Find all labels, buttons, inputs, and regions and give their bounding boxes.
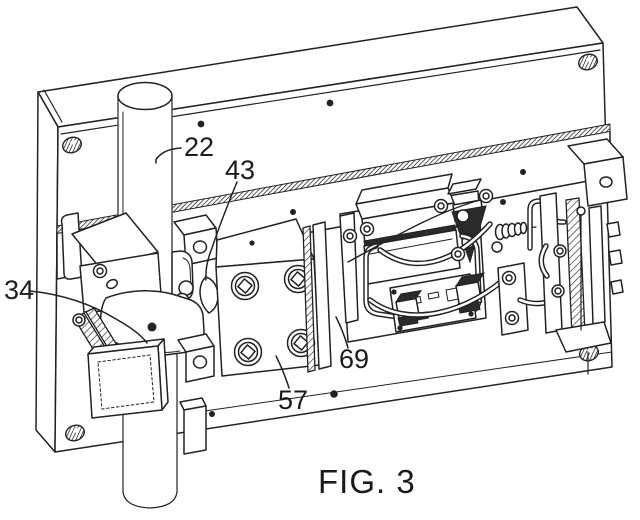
leader-69 <box>335 316 349 349</box>
leader-22 <box>155 147 182 164</box>
socket-bolt <box>233 337 263 367</box>
figure-caption: FIG. 3 <box>318 463 416 500</box>
hole-block <box>177 333 215 383</box>
bellows-fitting <box>491 221 537 253</box>
leader-43 <box>205 181 238 281</box>
screw <box>433 198 449 214</box>
ref-label-57: 57 <box>278 385 308 415</box>
socket-bolt <box>230 271 260 301</box>
screw <box>359 221 375 237</box>
ref-label-34: 34 <box>4 275 34 305</box>
lower-box <box>87 338 169 419</box>
right-manifold <box>538 138 628 375</box>
ref-label-69: 69 <box>339 344 369 374</box>
reference-labels: 22 43 34 57 69 <box>4 132 369 415</box>
leader-57 <box>275 355 290 389</box>
block-57 <box>215 218 321 377</box>
leader-lines <box>29 147 349 389</box>
screw <box>450 246 466 262</box>
ref-label-22: 22 <box>184 132 214 162</box>
ref-label-43: 43 <box>225 155 255 185</box>
screw <box>92 263 108 279</box>
bracket-with-hole <box>173 214 219 266</box>
valve-assembly <box>339 173 567 343</box>
lower-bracket <box>179 397 207 455</box>
screw <box>501 270 517 286</box>
screw <box>504 310 520 326</box>
plates-69 <box>302 221 332 373</box>
leader-34 <box>29 290 148 344</box>
screw <box>478 188 494 204</box>
screw <box>342 228 358 244</box>
